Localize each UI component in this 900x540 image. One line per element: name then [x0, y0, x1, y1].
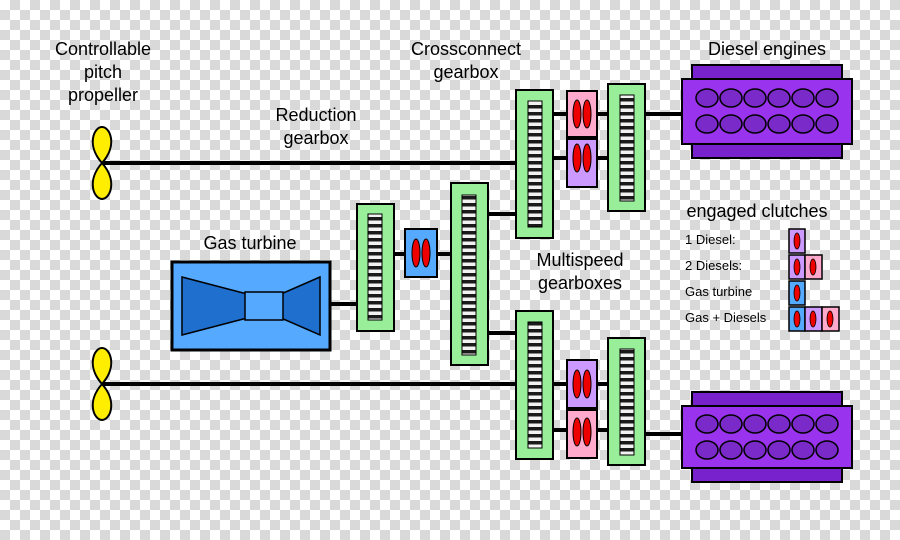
upper-reduction-gearbox	[515, 89, 554, 239]
crossconnect-label-2: gearbox	[433, 62, 498, 82]
lower-engine-cylinders	[695, 414, 839, 460]
legend-diesel-clutch	[804, 306, 823, 332]
lower-reduction-gearbox	[515, 310, 554, 460]
legend-diesel-clutch	[821, 306, 840, 332]
diesel-engines-label: Diesel engines	[708, 39, 826, 59]
legend-title: engaged clutches	[686, 201, 827, 221]
upper-propeller	[91, 125, 113, 201]
lower-multispeed-gearbox	[607, 337, 646, 466]
legend-label-gas-turbine: Gas turbine	[685, 284, 752, 299]
legend-label-1-diesel: 1 Diesel:	[685, 232, 736, 247]
crossconnect-label-1: Crossconnect	[411, 39, 521, 59]
propeller-label-1: Controllable	[55, 39, 151, 59]
propeller-label-2: pitch	[84, 62, 122, 82]
turbine-clutch	[404, 228, 438, 278]
crossconnect-gearbox	[450, 182, 489, 366]
propeller-label-3: propeller	[68, 85, 138, 105]
reduction-gearbox-turbine	[356, 203, 395, 332]
gas-turbine	[170, 260, 332, 352]
upper-clutch-bottom	[566, 138, 598, 188]
upper-engine-cylinders	[695, 88, 839, 134]
legend-label-2-diesels: 2 Diesels:	[685, 258, 742, 273]
clutch-legend: engaged clutches 1 Diesel: 2 Diesels: Ga…	[685, 201, 840, 332]
reduction-gearbox-label-2: gearbox	[283, 128, 348, 148]
legend-diesel-clutch	[788, 228, 806, 254]
upper-clutch-top	[566, 90, 598, 138]
legend-turbine-clutch	[788, 280, 806, 306]
legend-turbine-clutch	[788, 306, 806, 332]
gas-turbine-label: Gas turbine	[203, 233, 296, 253]
multispeed-label-1: Multispeed	[536, 250, 623, 270]
lower-clutch-top	[566, 359, 598, 409]
upper-multispeed-gearbox	[607, 83, 646, 212]
legend-diesel-clutch	[804, 254, 823, 280]
upper-diesel-engine	[681, 64, 853, 159]
lower-propeller	[91, 346, 113, 422]
legend-label-gas-diesels: Gas + Diesels	[685, 310, 767, 325]
reduction-gearbox-label-1: Reduction	[275, 105, 356, 125]
legend-diesel-clutch	[788, 254, 806, 280]
lower-clutch-bottom	[566, 409, 598, 459]
lower-diesel-engine	[681, 391, 853, 483]
multispeed-label-2: gearboxes	[538, 273, 622, 293]
